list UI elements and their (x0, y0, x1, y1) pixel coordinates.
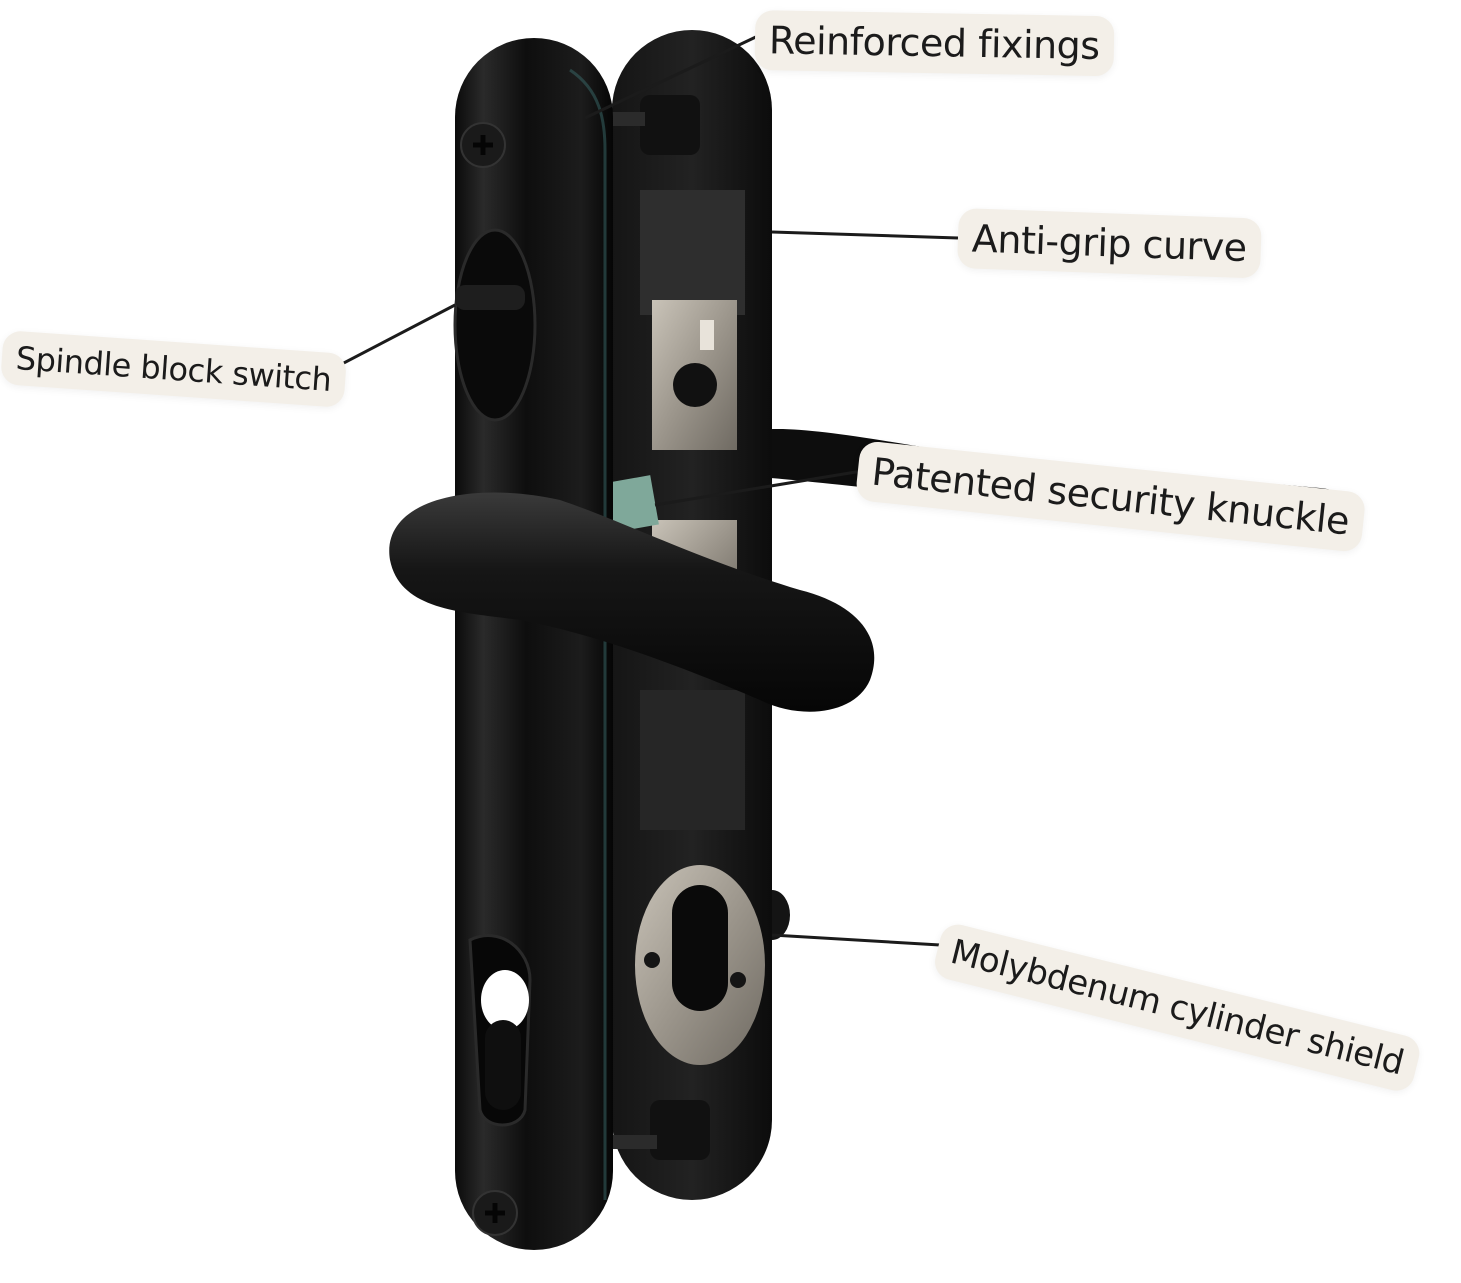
callout-anti-grip-curve: Anti-grip curve (956, 208, 1262, 279)
leader-patented-security-knuckle (654, 468, 869, 507)
leader-reinforced-fixings (584, 33, 761, 120)
callout-reinforced-fixings: Reinforced fixings (754, 10, 1115, 77)
leader-molybdenum-cylinder-shield (771, 933, 941, 947)
front-lever-handle (389, 492, 875, 712)
leader-anti-grip-curve (771, 230, 959, 240)
front-plate (453, 38, 613, 1250)
